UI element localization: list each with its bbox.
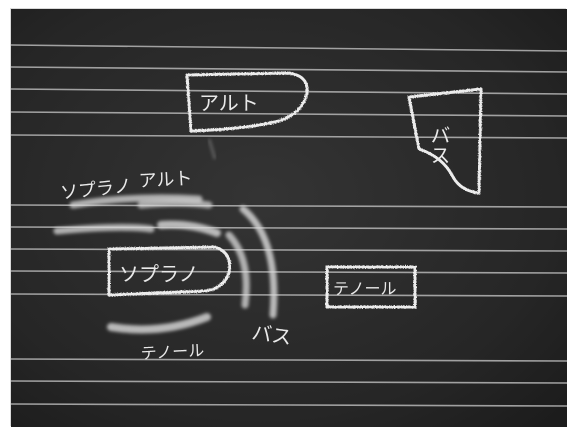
tenor-box-label: テノール bbox=[333, 279, 397, 298]
chalkboard-drawing: アルト バス ソプラノ アルト ソプラノ テノール バス bbox=[11, 9, 567, 427]
soprano-box-label: ソプラノ bbox=[119, 262, 199, 286]
alto-box-label: アルト bbox=[199, 91, 259, 115]
chalkboard-photo: アルト バス ソプラノ アルト ソプラノ テノール バス bbox=[10, 8, 566, 426]
bass-box-label: バス bbox=[427, 125, 451, 165]
alto-handwritten: アルト bbox=[138, 168, 193, 192]
tenor-handwritten: テノール bbox=[140, 341, 204, 363]
